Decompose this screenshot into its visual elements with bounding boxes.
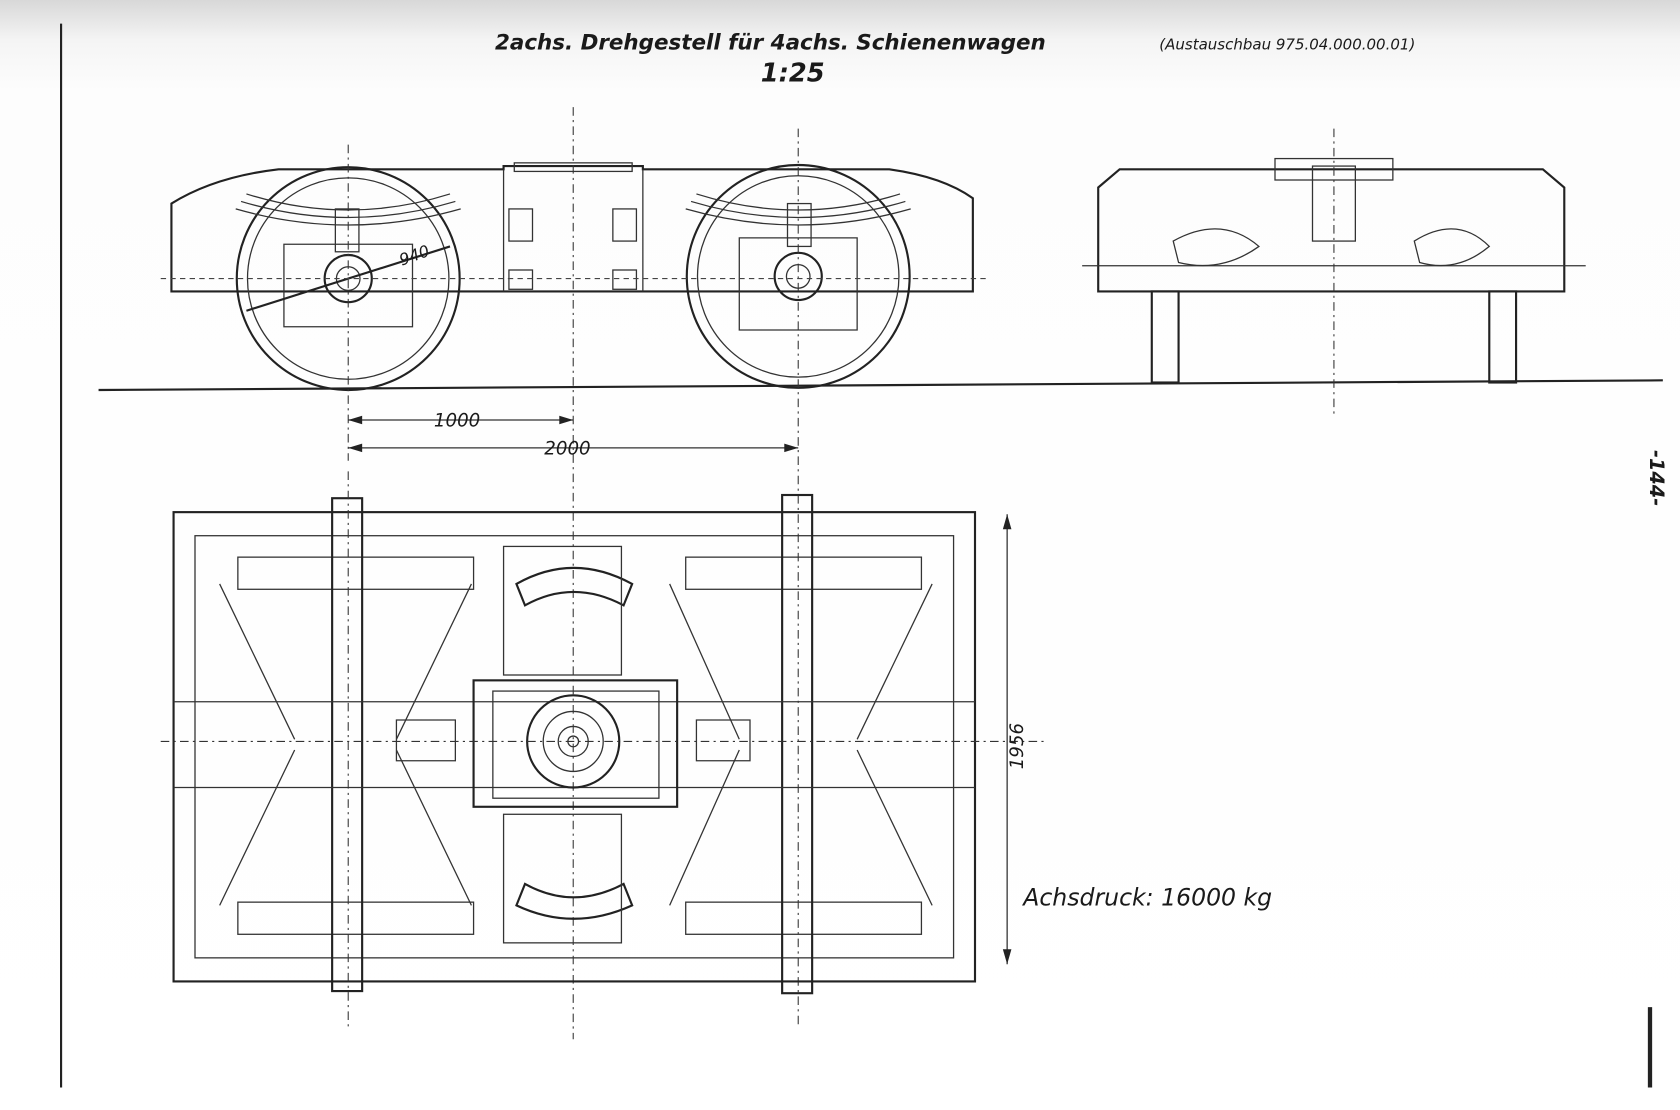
edge-mark bbox=[1647, 1007, 1653, 1088]
drawing-scale: 1:25 bbox=[761, 58, 825, 88]
drawing-title: 2achs. Drehgestell für 4achs. Schienenwa… bbox=[495, 30, 1046, 55]
wheel-diameter-label: 940 bbox=[397, 241, 432, 269]
end-view bbox=[1082, 128, 1586, 418]
dim-1956: 1956 bbox=[1007, 723, 1028, 769]
axle-load-label: Achsdruck: 16000 kg bbox=[1021, 883, 1272, 911]
side-view: 940 bbox=[160, 107, 986, 1040]
dim-1000: 1000 bbox=[434, 410, 480, 431]
plan-view: 1956 bbox=[160, 471, 1045, 1029]
dimension-lines: 1000 2000 bbox=[348, 410, 799, 459]
drawing-subtitle: (Austauschbau 975.04.000.00.01) bbox=[1159, 35, 1415, 53]
dim-2000: 2000 bbox=[544, 438, 590, 459]
page-number: -144- bbox=[1645, 450, 1668, 506]
